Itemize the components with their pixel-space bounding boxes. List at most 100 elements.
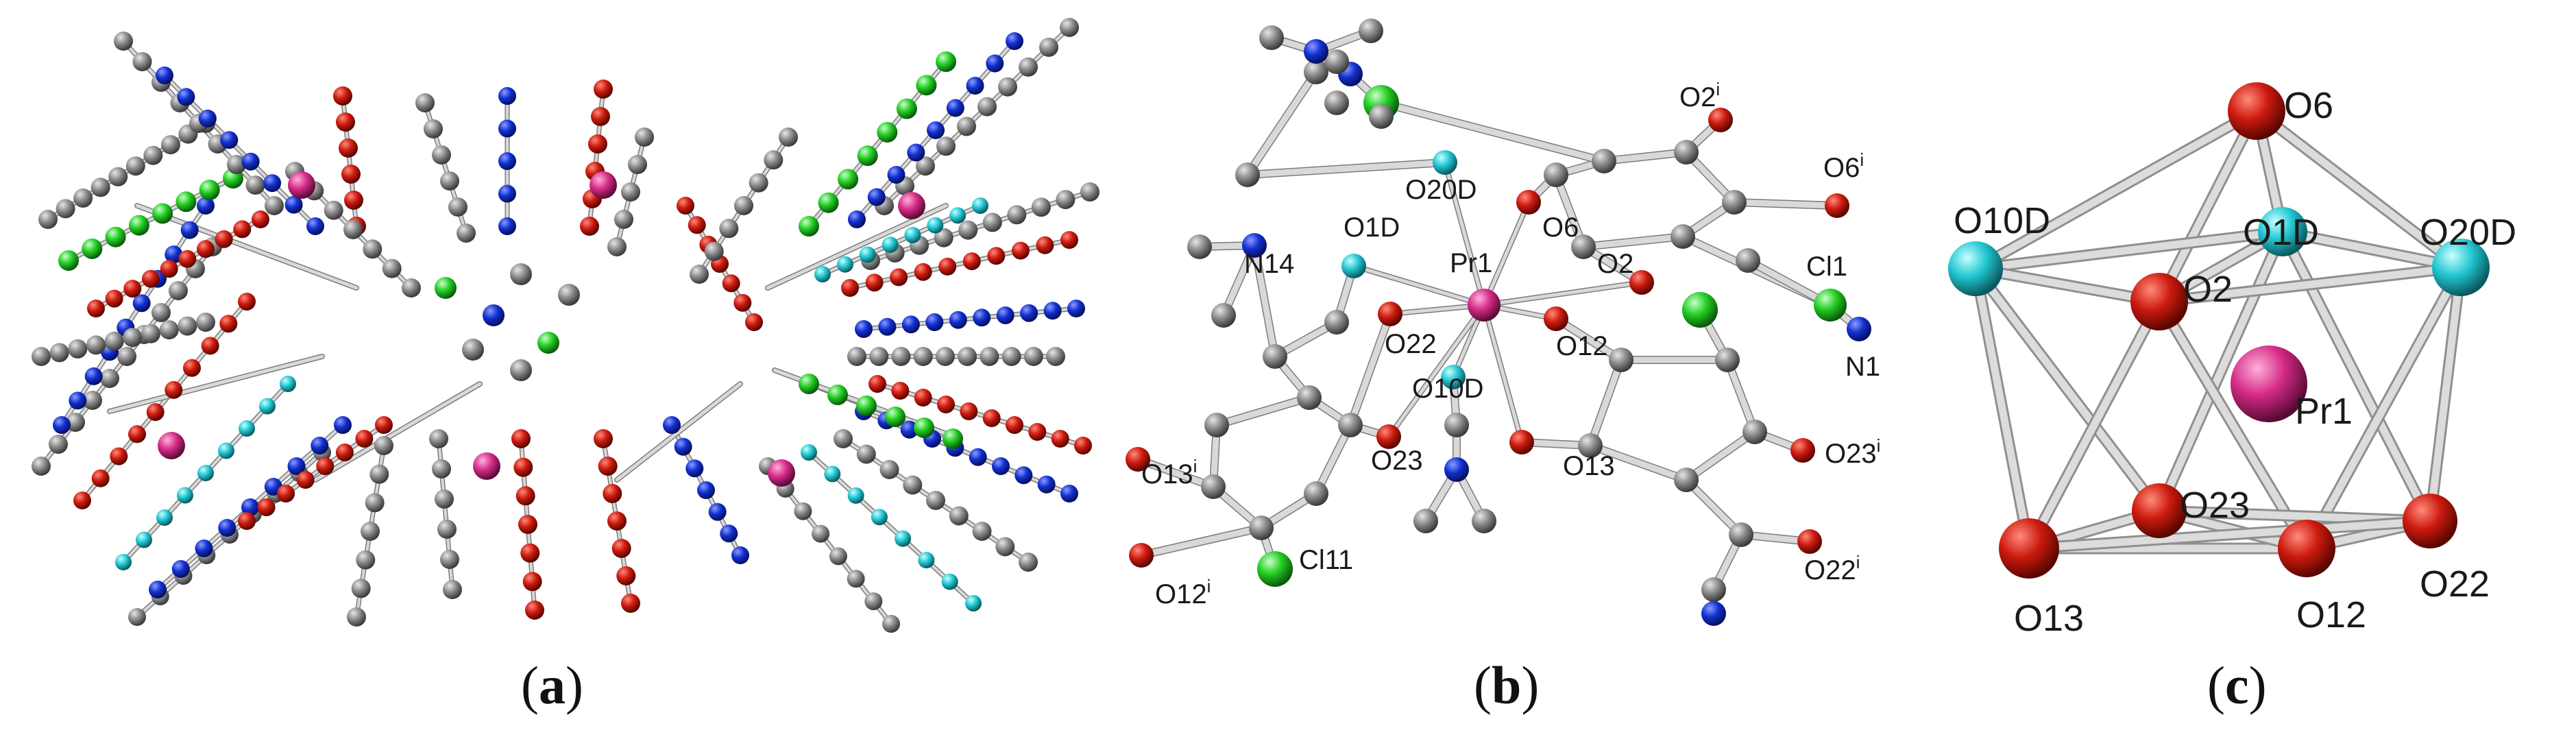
unit-atom-d4 — [1369, 104, 1394, 129]
packing-atom-n — [220, 131, 239, 149]
packing-atom-c — [972, 522, 992, 541]
packing-atom-o — [375, 416, 393, 434]
unit-atom-o22 — [1378, 302, 1402, 326]
packing-atom-c — [361, 522, 380, 541]
packing-atom-c — [749, 173, 768, 193]
pore-molecule-atom — [435, 277, 457, 299]
label-c-O2: O2 — [2183, 269, 2233, 310]
label-O23i: O23i — [1825, 435, 1880, 469]
polyhedron-edge-O2-O12 — [2155, 298, 2311, 553]
packing-atom-c — [1019, 553, 1038, 572]
unit-atom-n15 — [1701, 601, 1726, 626]
unit-bond-C20-C17 — [1213, 394, 1313, 428]
packing-atom-n — [900, 420, 919, 439]
packing-atom-n — [708, 502, 727, 521]
packing-atom-c — [437, 520, 457, 539]
packing-atom-cl — [818, 192, 839, 213]
packing-atom-o — [588, 134, 607, 154]
packing-atom-c — [227, 155, 246, 174]
packing-atom-n — [996, 306, 1014, 324]
packing-chain-6-bond — [95, 218, 262, 310]
panel-a-packing-view: (a) — [0, 0, 1110, 715]
packing-atom-n — [855, 320, 873, 338]
packing-atom-n — [498, 87, 516, 105]
packing-atom-cl — [799, 374, 819, 394]
unit-atom-cl2 — [1682, 292, 1718, 328]
packing-atom-o — [515, 486, 535, 506]
unit-bond-C24-O22 — [1347, 311, 1394, 428]
packing-atom-c — [49, 343, 69, 363]
polyhedron-atom-o1d — [2258, 207, 2307, 256]
unit-atom-e2 — [1444, 457, 1469, 482]
packing-atom-od — [177, 487, 193, 504]
unit-atom-c27 — [1324, 90, 1349, 115]
unit-bond-Pr1-O13 — [1482, 303, 1524, 444]
unit-bond-Pr1-O23 — [1387, 303, 1486, 439]
packing-atom-od — [259, 398, 276, 415]
unit-atom-o12i — [1129, 543, 1154, 568]
polyhedron-atom-o10d — [1948, 241, 2003, 296]
packing-atom-n — [132, 294, 151, 313]
packing-atom-c — [347, 607, 366, 627]
unit-bond-C11-C12 — [1587, 442, 1690, 483]
packing-atom-c — [440, 171, 459, 191]
packing-atom-o — [1011, 241, 1030, 260]
packing-atom-c — [995, 537, 1015, 557]
packing-atom-c — [343, 220, 363, 239]
polyhedron-edge-O20D-O22 — [2426, 263, 2465, 525]
packing-atom-c — [245, 175, 265, 195]
packing-atom-o — [215, 230, 233, 248]
unit-bond-C5-C6 — [1580, 233, 1686, 250]
packing-atom-o — [333, 86, 352, 106]
unit-atom-d1 — [1259, 25, 1284, 50]
packing-atom-c — [607, 237, 627, 256]
packing-atom-n — [674, 437, 692, 456]
coordination-unit-image: N14 O1D O20D O6 O2i O6i Pr1 O2 Cl1 N1 O2… — [1126, 19, 1880, 626]
packing-atom-o — [252, 210, 269, 228]
packing-atom-o — [677, 197, 694, 215]
packing-atom-n — [149, 581, 167, 598]
packing-atom-c — [169, 281, 188, 300]
packing-atom-c — [100, 369, 119, 388]
label-c-O6: O6 — [2284, 85, 2333, 126]
packing-atom-o — [277, 485, 295, 502]
packing-atom-c — [903, 475, 923, 495]
packing-atom-o — [733, 293, 752, 312]
packing-atom-c — [1001, 347, 1021, 366]
packing-atom-n — [198, 109, 217, 128]
packing-atom-c — [159, 320, 179, 340]
packing-atom-c — [614, 210, 633, 229]
unit-bond-N14-C15 — [1220, 242, 1258, 319]
packing-atom-c — [448, 197, 467, 217]
packing-atom-c — [90, 178, 110, 197]
polyhedron-atoms — [1948, 82, 2490, 579]
packing-atom-o — [296, 471, 315, 489]
caption-b: (b) — [1474, 655, 1540, 715]
label-c-Pr1: Pr1 — [2295, 391, 2353, 432]
packing-atom-od — [824, 465, 841, 483]
packing-atom-cl — [856, 396, 877, 416]
packing-atom-o — [868, 375, 886, 393]
packing-atom-o — [914, 389, 932, 407]
packing-atom-o — [520, 543, 540, 563]
packing-atom-n — [946, 99, 964, 117]
packing-atom-c — [1056, 190, 1076, 210]
packing-atom-c — [351, 579, 371, 598]
unit-atom-c14 — [1701, 577, 1726, 602]
unit-bond-C11-C13 — [1683, 476, 1745, 538]
packing-atom-c — [143, 145, 163, 165]
packing-atom-cl — [943, 428, 963, 449]
packing-atom-c — [829, 547, 847, 566]
label-N14: N14 — [1244, 249, 1294, 279]
unit-atom-c3 — [1674, 140, 1699, 165]
caption-c: (c) — [2207, 655, 2267, 715]
label-O2: O2 — [1597, 249, 1633, 279]
packing-atom-n — [1060, 485, 1078, 502]
unit-bonds — [1134, 27, 1863, 618]
unit-atom-dn — [1304, 39, 1328, 64]
label-c-O23: O23 — [2180, 485, 2250, 526]
packing-atom-c — [957, 117, 976, 136]
unit-bond-C18-N14 — [1251, 242, 1278, 360]
packing-chain-1-bond — [81, 300, 248, 502]
packing-atom-od — [871, 509, 888, 526]
